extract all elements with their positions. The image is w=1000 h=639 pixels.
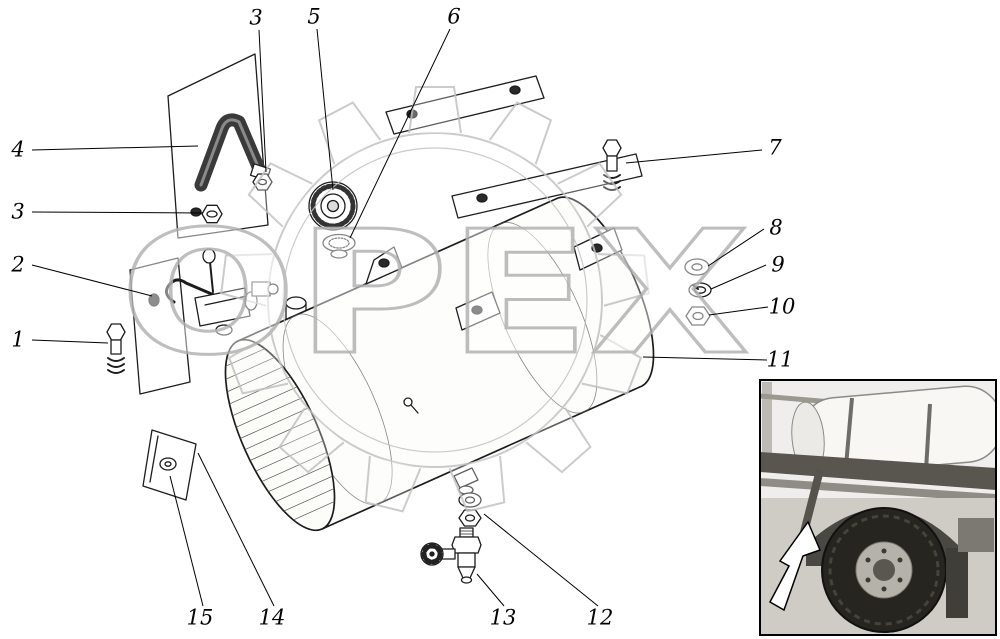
inset-mudflap xyxy=(946,548,968,618)
callout-13: 13 xyxy=(489,605,517,630)
drain-valve xyxy=(420,527,482,584)
tank-pad-1 xyxy=(365,246,403,285)
callout-3-left: 3 xyxy=(11,199,25,224)
watermark: ОРЕХ xyxy=(119,86,752,515)
inset-box xyxy=(958,518,994,552)
inset-post xyxy=(762,382,772,464)
callout-12: 12 xyxy=(586,605,614,630)
flat-washer xyxy=(684,258,710,276)
strainer xyxy=(322,233,356,259)
mounting-bolt xyxy=(106,323,126,374)
callout-8: 8 xyxy=(769,215,783,240)
inset-wheel xyxy=(821,507,947,633)
union-nut xyxy=(201,204,223,224)
callout-14: 14 xyxy=(258,605,286,630)
drain-nut xyxy=(458,509,482,527)
callout-15: 15 xyxy=(186,605,214,630)
callout-10: 10 xyxy=(768,294,796,319)
callout-4: 4 xyxy=(11,137,25,162)
tank-pad-2 xyxy=(455,291,501,331)
callout-9: 9 xyxy=(771,252,785,277)
callout-11: 11 xyxy=(766,347,794,372)
leader-lines xyxy=(31,28,769,607)
inset-pointer-arrow xyxy=(768,520,822,612)
tank-port xyxy=(403,397,419,414)
inset-border xyxy=(759,379,997,636)
spring-washer xyxy=(688,282,712,298)
mounting-plate-left xyxy=(129,257,191,395)
callout-2: 2 xyxy=(11,252,25,277)
watermark-gear xyxy=(219,86,651,515)
bracket-bolt xyxy=(602,139,622,191)
callout-7: 7 xyxy=(768,135,782,160)
callout-1: 1 xyxy=(11,327,25,352)
lower-bracket xyxy=(142,429,197,501)
watermark-text: ОРЕХ xyxy=(120,195,750,393)
callout-5: 5 xyxy=(307,4,321,29)
callout-3-top: 3 xyxy=(249,5,263,30)
inset-photo xyxy=(759,379,997,636)
hex-nut xyxy=(685,306,711,326)
filler-cap xyxy=(308,181,358,231)
callout-6: 6 xyxy=(447,4,461,29)
